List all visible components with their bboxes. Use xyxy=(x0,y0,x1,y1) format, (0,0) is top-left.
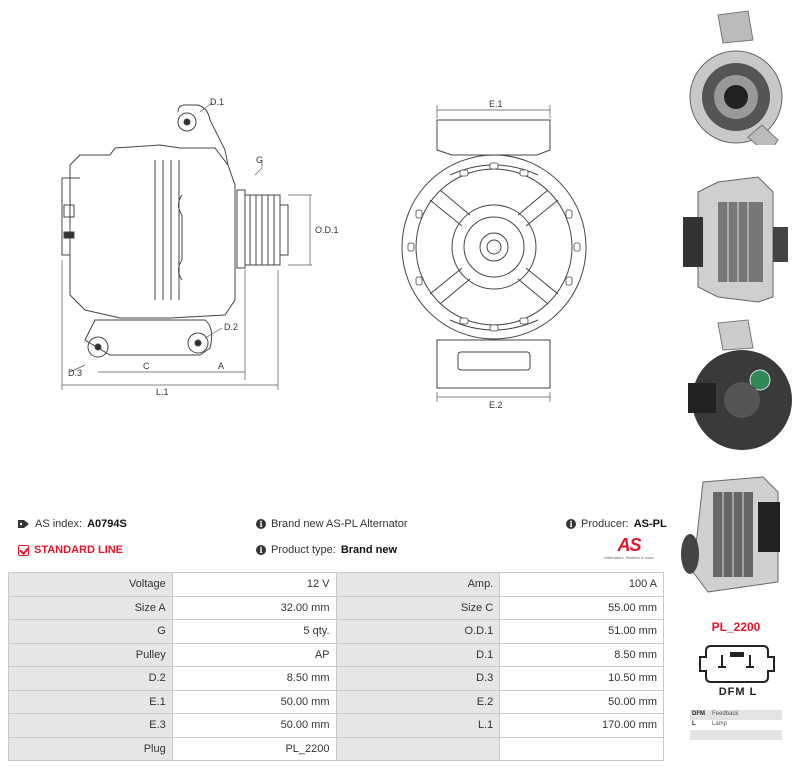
as-index-label: AS index: xyxy=(35,518,83,530)
spec-label: Size C xyxy=(335,595,501,620)
spec-value: 50.00 mm xyxy=(171,713,337,738)
info-icon: i xyxy=(256,519,266,529)
alternator-dimension-drawing: D.1 G O.D.1 D.2 D.3 C A L.1 E.1 E.2 xyxy=(61,97,587,410)
spec-label: Voltage xyxy=(8,572,173,597)
spec-label: G xyxy=(8,619,173,644)
legend-key: DFM xyxy=(692,711,705,717)
label-d1: D.1 xyxy=(210,97,224,107)
spec-value: 170.00 mm xyxy=(499,713,664,738)
spec-value: 10.50 mm xyxy=(499,666,664,691)
legend-key xyxy=(690,730,712,740)
spec-label: D.1 xyxy=(335,642,501,667)
legend-key xyxy=(690,740,712,750)
spec-label: O.D.1 xyxy=(335,619,501,644)
logo-text: AS xyxy=(617,535,641,555)
standard-line-row: STANDARD LINE xyxy=(18,544,123,556)
technical-drawing: D.1 G O.D.1 D.2 D.3 C A L.1 E.1 E.2 xyxy=(61,97,587,410)
legend-desc xyxy=(712,730,782,740)
label-d2: D.2 xyxy=(224,322,238,332)
spec-label: E.1 xyxy=(8,689,173,714)
spec-value: 12 V xyxy=(171,572,337,597)
info-icon: i xyxy=(566,519,576,529)
label-e1: E.1 xyxy=(489,99,503,109)
spec-label xyxy=(335,736,501,761)
spec-label: Size A xyxy=(8,595,173,620)
spec-label: D.2 xyxy=(8,666,173,691)
spec-value: 8.50 mm xyxy=(499,642,664,667)
legend-desc: Lamp xyxy=(712,721,728,727)
spec-label: Amp. xyxy=(335,572,501,597)
spec-label: D.3 xyxy=(335,666,501,691)
spec-label: E.2 xyxy=(335,689,501,714)
spec-value: 32.00 mm xyxy=(171,595,337,620)
front-slots xyxy=(407,162,581,332)
producer-row: i Producer: AS-PL xyxy=(566,518,667,530)
producer-label: Producer: xyxy=(581,518,629,530)
legend-desc: Feedback xyxy=(712,711,739,717)
label-c: C xyxy=(143,361,150,371)
tag-icon xyxy=(18,519,30,529)
product-photo-side[interactable] xyxy=(678,172,794,312)
label-d3: D.3 xyxy=(68,368,82,378)
legend-row xyxy=(690,740,782,750)
label-g: G xyxy=(256,155,263,165)
check-icon xyxy=(18,544,29,556)
product-photo-angle[interactable] xyxy=(678,462,794,602)
plug-connector-icon xyxy=(698,643,776,685)
standard-line-label: STANDARD LINE xyxy=(34,544,124,556)
legend-row: DFM Feedback xyxy=(690,710,782,720)
spec-label: E.3 xyxy=(8,713,173,738)
legend-key: L xyxy=(692,721,696,727)
spec-label: Plug xyxy=(8,736,173,761)
label-od1: O.D.1 xyxy=(315,225,339,235)
legend-desc xyxy=(712,740,782,750)
as-index-value: A0794S xyxy=(87,518,127,530)
product-type-value: Brand new xyxy=(340,544,398,556)
info-icon: i xyxy=(256,545,266,555)
label-l1: L.1 xyxy=(156,387,169,397)
producer-value: AS-PL xyxy=(633,518,667,530)
spec-value: 50.00 mm xyxy=(499,689,664,714)
spec-value: PL_2200 xyxy=(171,736,337,761)
spec-value xyxy=(499,736,664,761)
as-logo: AS Alternators, Starters & more xyxy=(598,535,660,569)
spec-value: AP xyxy=(171,642,337,667)
product-type-label: Product type: xyxy=(271,544,336,556)
spec-value: 100 A xyxy=(499,572,664,597)
spec-value: 50.00 mm xyxy=(171,689,337,714)
spec-value: 51.00 mm xyxy=(499,619,664,644)
product-photo-front[interactable] xyxy=(678,5,794,156)
product-description: Brand new AS-PL Alternator xyxy=(271,518,408,530)
description-row: i Brand new AS-PL Alternator xyxy=(256,518,408,530)
as-index-row: AS index: A0794S xyxy=(18,518,127,530)
legend-row: L Lamp xyxy=(690,720,782,730)
plug-pins: DFM L xyxy=(718,686,758,698)
plug-name: PL_2200 xyxy=(711,620,761,634)
spec-label: Pulley xyxy=(8,642,173,667)
legend-row xyxy=(690,730,782,740)
product-photo-rear[interactable] xyxy=(678,318,794,458)
logo-subtitle: Alternators, Starters & more xyxy=(604,555,654,560)
label-e2: E.2 xyxy=(489,400,503,410)
spec-label: L.1 xyxy=(335,713,501,738)
product-type-row: i Product type: Brand new xyxy=(256,544,397,556)
spec-value: 8.50 mm xyxy=(171,666,337,691)
spec-value: 55.00 mm xyxy=(499,595,664,620)
label-a: A xyxy=(218,361,224,371)
spec-value: 5 qty. xyxy=(171,619,337,644)
